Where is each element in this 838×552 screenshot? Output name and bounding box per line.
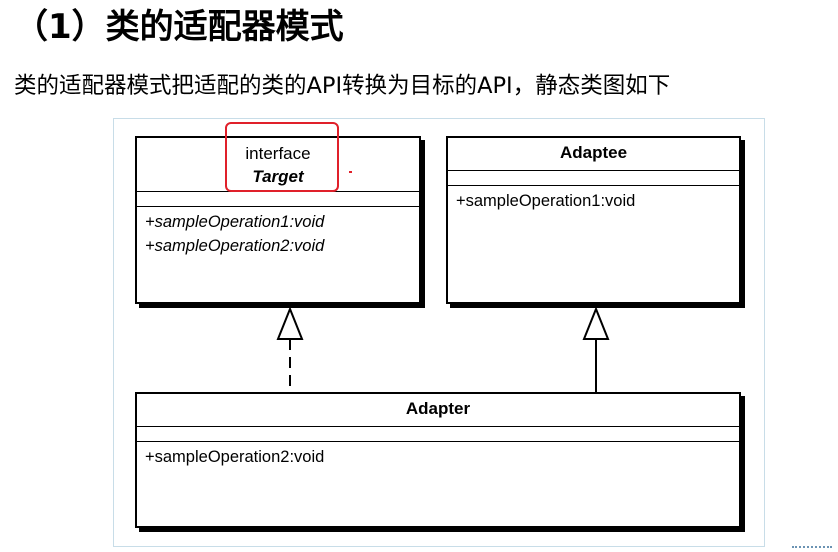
adapter-operation-1: +sampleOperation2:void [145,448,325,466]
target-class-box: interface Target +sampleOperation1:void … [135,136,421,304]
adapter-attributes-section [137,427,739,442]
highlight-annotation [225,122,339,192]
adaptee-class-header: Adaptee [448,138,739,171]
adaptee-class-name: Adaptee [559,143,628,162]
target-stereotype: interface [245,144,311,163]
generalization-arrowhead [582,306,610,340]
realization-arrowhead [276,306,304,340]
adaptee-class-box: Adaptee +sampleOperation1:void [446,136,741,304]
target-operation-1: +sampleOperation1:void [145,213,325,231]
target-attributes-section [137,192,419,207]
adapter-class-name: Adapter [405,399,471,418]
target-class-name: Target [252,167,304,186]
adaptee-operation-1: +sampleOperation1:void [456,192,636,210]
adapter-operations: +sampleOperation2:void [137,442,739,469]
adaptee-operations: +sampleOperation1:void [448,186,739,213]
adapter-class-box: Adapter +sampleOperation2:void [135,392,741,528]
section-description: 类的适配器模式把适配的类的API转换为目标的API，静态类图如下 [14,73,671,99]
annotation-dot [349,171,352,173]
page-corner-mark [792,546,832,552]
target-operations: +sampleOperation1:void +sampleOperation2… [137,207,419,258]
section-heading: （1）类的适配器模式 [14,7,344,47]
target-operation-2: +sampleOperation2:void [145,237,325,255]
adaptee-attributes-section [448,171,739,186]
adapter-class-header: Adapter [137,394,739,427]
